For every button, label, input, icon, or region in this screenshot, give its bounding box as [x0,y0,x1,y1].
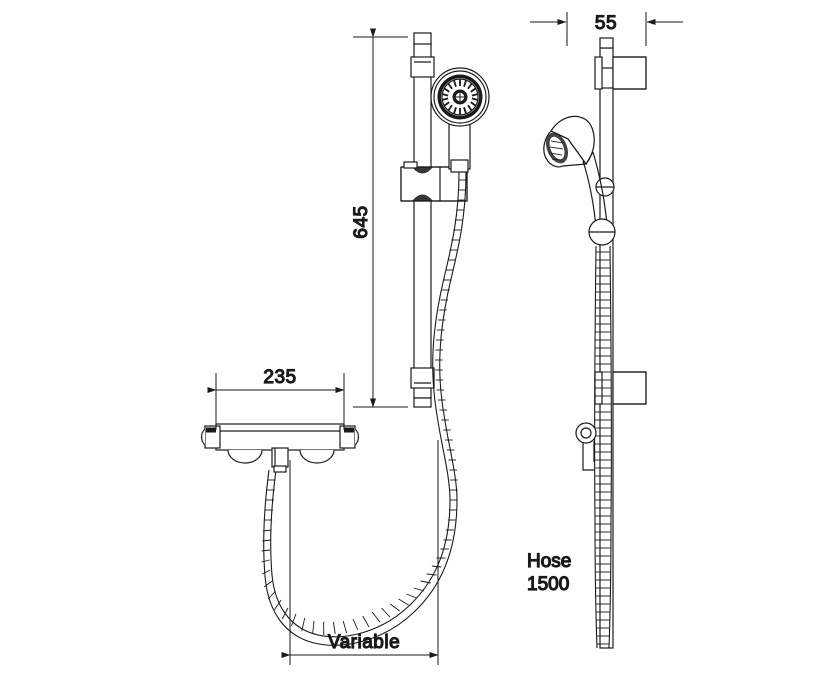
dimension-variable-label: Variable [328,632,400,653]
front-handset [430,67,490,173]
dimension-variable [281,440,439,665]
dimension-235-label: 235 [263,367,296,388]
side-handset [543,115,616,246]
front-slider-holder [400,161,468,202]
side-hose [594,245,612,649]
front-bar-mixer [201,423,359,473]
side-slider-knob [595,177,615,197]
hose-note-label: Hose [527,551,571,572]
dimension-645 [353,28,408,408]
side-top-bracket [594,56,647,90]
dimension-645-label: 645 [351,205,372,238]
side-mixer-outlet [575,422,597,471]
spray-nozzle-ring [441,79,479,115]
dimension-55-label: 55 [595,13,617,34]
front-riser-rail [410,32,435,408]
dimension-55 [530,12,683,46]
hose-note-length: 1500 [527,574,569,595]
front-hose [261,171,467,646]
dimension-235 [207,373,345,430]
